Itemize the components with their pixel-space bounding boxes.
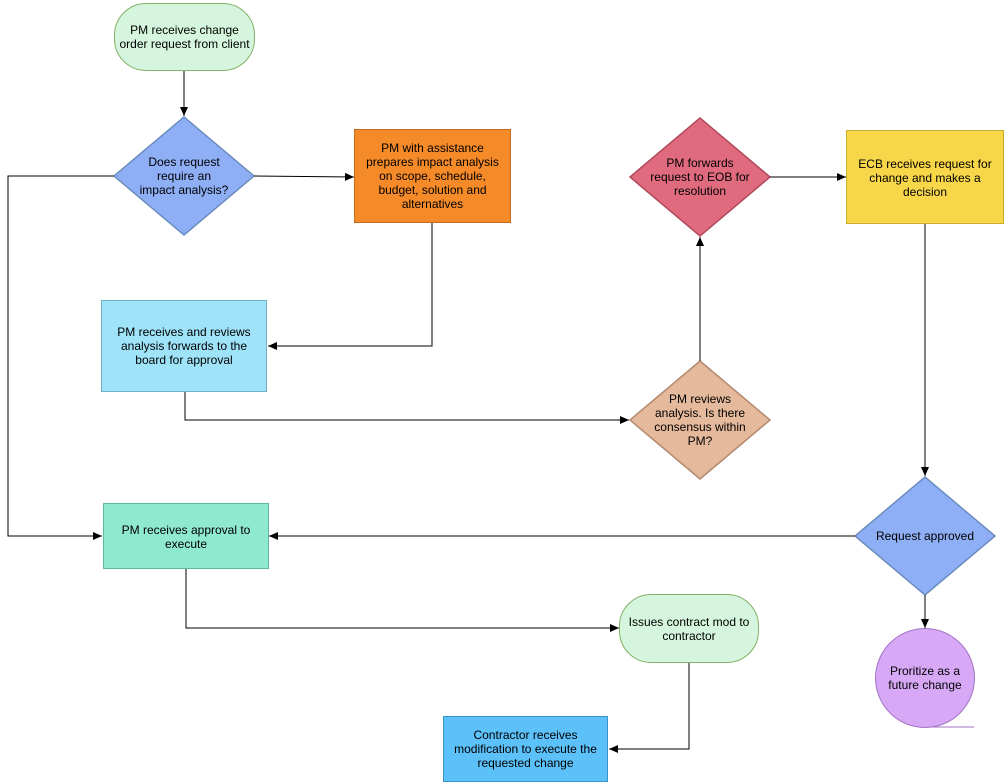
- approval-execute-node[interactable]: PM receives approval to execute: [103, 503, 269, 569]
- contract-mod-node[interactable]: Issues contract mod to contractor: [619, 594, 759, 663]
- ecb-decision-node[interactable]: ECB receives request for change and make…: [846, 130, 1004, 224]
- edge-approval-to-contract: [185, 569, 619, 632]
- contractor-receives-label: Contractor receives modification to exec…: [454, 728, 597, 770]
- edge-analysis-to-reviews: [268, 223, 433, 350]
- approval-execute-label: PM receives approval to execute: [121, 523, 251, 551]
- edge-question-to-analysis: [253, 172, 355, 181]
- forward-eob-label: PM forwards request to EOB for resolutio…: [650, 156, 750, 198]
- forward-eob-diamond[interactable]: [628, 117, 772, 237]
- start-node-label: PM receives change order request from cl…: [119, 23, 250, 51]
- ecb-decision-label: ECB receives request for change and make…: [858, 157, 992, 199]
- start-node[interactable]: PM receives change order request from cl…: [114, 3, 255, 71]
- impact-analysis-node[interactable]: PM with assistance prepares impact analy…: [354, 129, 511, 223]
- prioritize-label: Proritize as a future change: [888, 664, 962, 692]
- consensus-label: PM reviews analysis. Is there consensus …: [654, 392, 746, 448]
- contract-mod-label: Issues contract mod to contractor: [628, 615, 750, 643]
- pm-reviews-node[interactable]: PM receives and reviews analysis forward…: [101, 300, 267, 392]
- consensus-diamond[interactable]: [628, 360, 772, 480]
- impact-question-label: Does request require an impact analysis?: [139, 155, 229, 197]
- impact-analysis-label: PM with assistance prepares impact analy…: [366, 141, 499, 211]
- pm-reviews-label: PM receives and reviews analysis forward…: [117, 325, 251, 367]
- prioritize-node[interactable]: Proritize as a future change: [875, 628, 975, 728]
- impact-question-diamond[interactable]: [112, 116, 256, 236]
- request-approved-label: Request approved: [875, 529, 975, 543]
- edge-question-to-approval: [7, 175, 114, 540]
- edge-contract-to-contractor: [609, 663, 690, 753]
- edge-reviews-to-consensus: [184, 392, 629, 424]
- contractor-receives-node[interactable]: Contractor receives modification to exec…: [443, 716, 608, 782]
